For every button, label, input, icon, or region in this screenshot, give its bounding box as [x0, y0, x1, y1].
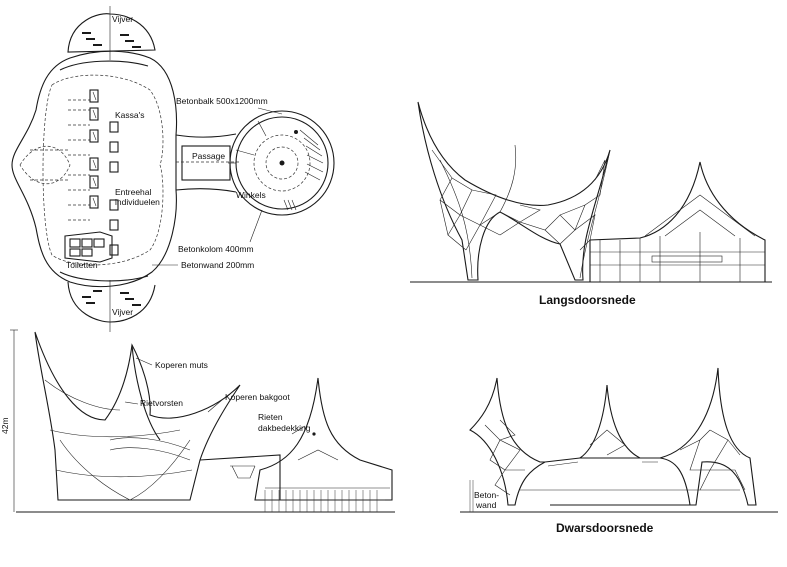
individuelen-label: individuelen: [115, 197, 160, 207]
toiletten-label: Toiletten: [66, 260, 98, 270]
elevation-view: 42m K: [0, 329, 395, 513]
winkels-label: Winkels: [236, 190, 266, 200]
koperen-bakgoot-label: Koperen bakgoot: [225, 392, 290, 402]
betonwand-label-1: Beton-: [474, 490, 499, 500]
cross-section: Beton- wand Dwarsdoorsnede: [460, 367, 778, 535]
floor-plan: Vijver: [11, 6, 335, 332]
glass-facade: [264, 490, 385, 512]
toilet-block: [64, 231, 113, 263]
betonkolom-label: Betonkolom 400mm: [178, 244, 254, 254]
vijver-bottom-label: Vijver: [112, 307, 133, 317]
longitudinal-section: Langsdoorsnede: [410, 101, 772, 307]
passage-label: Passage: [192, 151, 225, 161]
langsdoorsnede-caption: Langsdoorsnede: [539, 293, 636, 307]
entreehal-label: Entreehal: [115, 187, 151, 197]
dwarsdoorsnede-caption: Dwarsdoorsnede: [556, 521, 654, 535]
kassas-label: Kassa's: [115, 110, 145, 120]
betonbalk-label: Betonbalk 500x1200mm: [176, 96, 268, 106]
rieten-label: Rieten: [258, 412, 283, 422]
height-42m-label: 42m: [0, 417, 10, 434]
betonwand-label: Betonwand 200mm: [181, 260, 254, 270]
koperen-muts-label: Koperen muts: [155, 360, 208, 370]
dakbedekking-label: dakbedekking: [258, 423, 311, 433]
rietvorsten-label: Rietvorsten: [140, 398, 183, 408]
vijver-top-label: Vijver: [112, 14, 133, 24]
betonwand-label-2: wand: [475, 500, 497, 510]
